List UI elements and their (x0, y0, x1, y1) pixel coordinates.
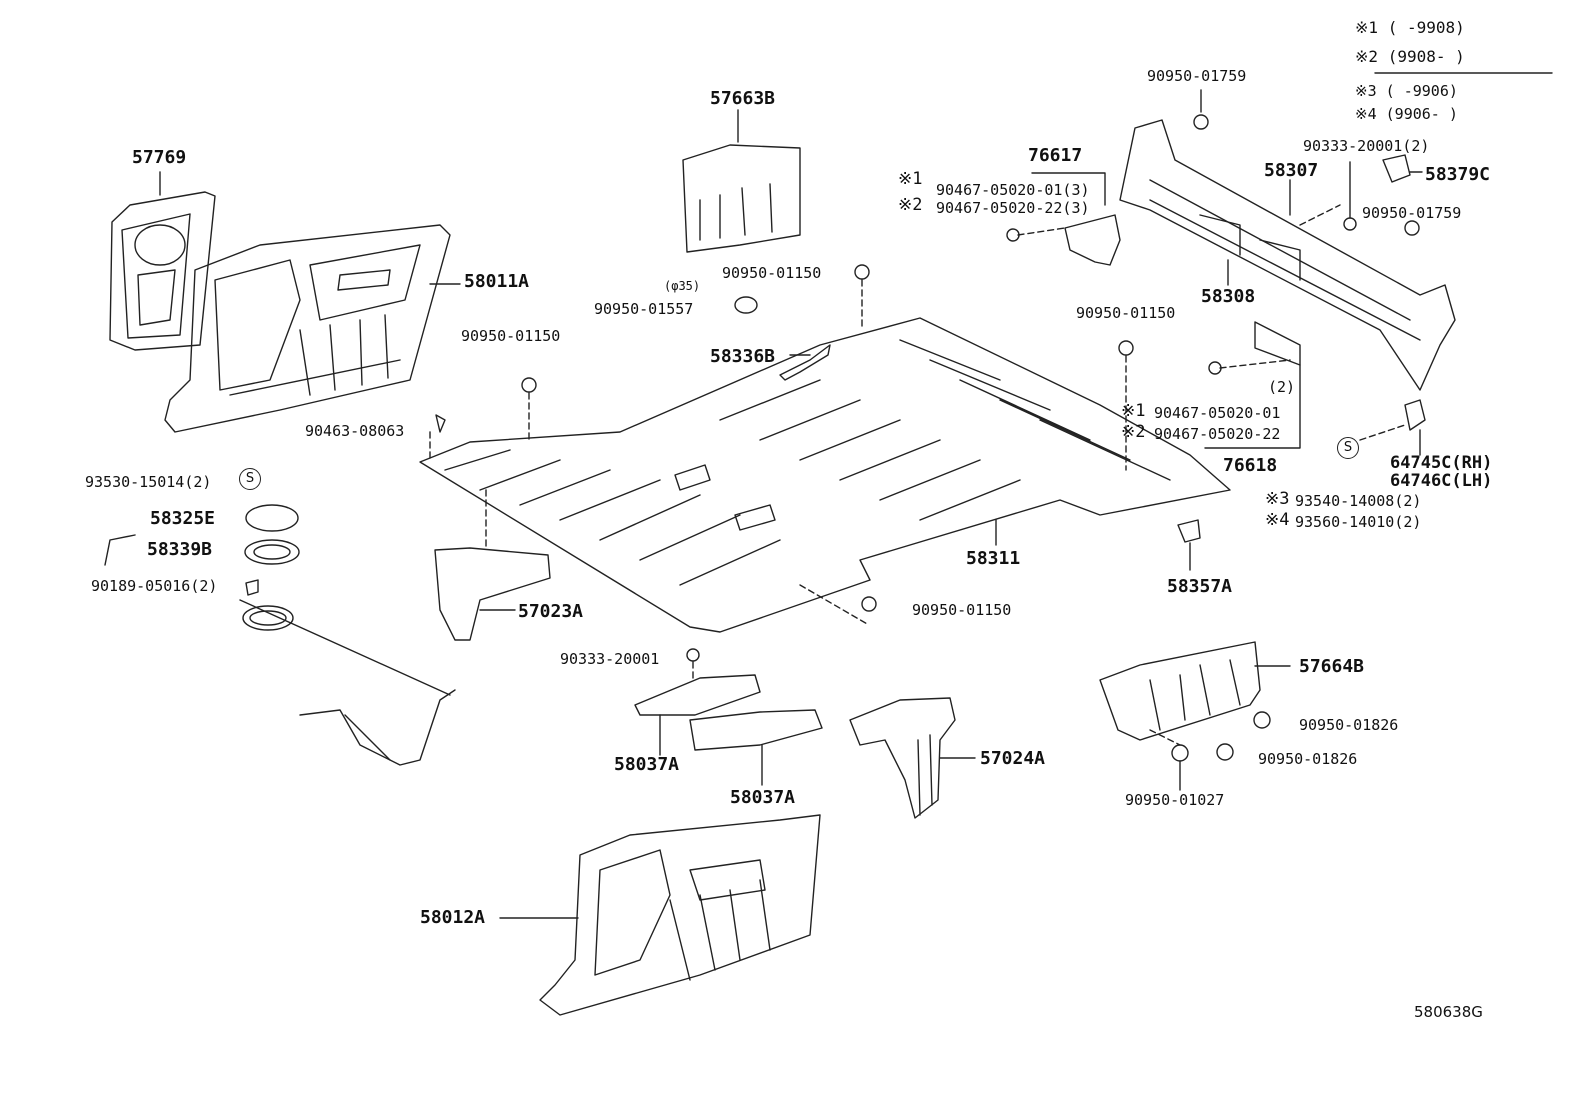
label-93560-14010-2: 93560-14010(2) (1295, 513, 1422, 531)
label-phi35: (φ35) (664, 279, 701, 293)
mark-1-b: ※1 (1121, 401, 1146, 421)
legend-row-1: ※1 ( -9908) (1355, 18, 1465, 37)
label-90467-05020-01: 90467-05020-01 (1154, 404, 1281, 422)
label-76617: 76617 (1028, 145, 1083, 166)
label-58379C: 58379C (1425, 164, 1491, 185)
figure-code: 580638G (1414, 1003, 1483, 1021)
mark-2-b: ※2 (1121, 422, 1146, 442)
label-58357A: 58357A (1167, 576, 1233, 597)
part-76617-shape (1006, 172, 1121, 266)
label-90950-01027: 90950-01027 (1125, 791, 1225, 809)
part-58311-shape (419, 317, 1231, 633)
part-58336B-shape (779, 344, 831, 381)
label-64745C-RH: 64745C(RH) (1390, 453, 1493, 473)
part-57024A-shape (849, 697, 976, 819)
label-90189-05016-2: 90189-05016(2) (91, 577, 218, 595)
label-57023A: 57023A (518, 601, 584, 622)
label-90950-01826-upper: 90950-01826 (1299, 716, 1399, 734)
label-90950-01150-right: 90950-01150 (1076, 304, 1176, 322)
left-fastener-stack (104, 504, 456, 766)
label-58011A: 58011A (464, 271, 530, 292)
label-90950-01557: 90950-01557 (594, 300, 694, 318)
legend-mark-1: ※1 (1355, 18, 1379, 37)
label-57769: 57769 (132, 147, 187, 168)
mark-2-a: ※2 (898, 195, 923, 215)
label-90463-08063: 90463-08063 (305, 422, 405, 440)
legend-mark-4: ※4 (1355, 105, 1377, 123)
part-57663B-shape (682, 109, 801, 253)
label-90333-20001-2: 90333-20001(2) (1303, 137, 1430, 155)
label-93530-15014-2: 93530-15014(2) (85, 473, 212, 491)
part-58011A-shape (164, 224, 461, 433)
label-qty-2: (2) (1268, 378, 1296, 396)
legend-mark-3: ※3 (1355, 82, 1377, 100)
legend-range-4: (9906- ) (1385, 105, 1458, 123)
label-90467-05020-01-3: 90467-05020-01(3) (936, 181, 1090, 199)
label-57024A: 57024A (980, 748, 1046, 769)
label-58336B: 58336B (710, 346, 776, 367)
part-57769-shape (109, 171, 216, 351)
label-90467-05020-22: 90467-05020-22 (1154, 425, 1281, 443)
label-58325E: 58325E (150, 508, 216, 529)
label-90950-01826-lower: 90950-01826 (1258, 750, 1358, 768)
label-64746C-LH: 64746C(LH) (1390, 471, 1493, 491)
part-58357A-shape (1177, 519, 1201, 571)
legend-row-3: ※3 ( -9906) (1355, 82, 1458, 100)
label-58307: 58307 (1264, 160, 1319, 181)
label-58037A-left: 58037A (614, 754, 680, 775)
part-58012A-shape (499, 814, 821, 1016)
label-58037A-right: 58037A (730, 787, 796, 808)
part-58307-58308-shape (1119, 119, 1456, 391)
legend-range-2: (9908- ) (1387, 47, 1465, 66)
label-76618: 76618 (1223, 455, 1278, 476)
label-57663B: 57663B (710, 88, 776, 109)
label-57664B: 57664B (1299, 656, 1365, 677)
label-90950-01150-bottom: 90950-01150 (912, 601, 1012, 619)
fasteners-top-right (1193, 89, 1423, 236)
label-58311: 58311 (966, 548, 1021, 569)
part-76618-64745C-shape (1204, 321, 1426, 456)
legend-range-1: ( -9908) (1387, 18, 1465, 37)
mark-3: ※3 (1265, 489, 1290, 509)
label-90333-20001: 90333-20001 (560, 650, 660, 668)
label-90950-01759-top: 90950-01759 (1147, 67, 1247, 85)
s-mark-left: S (239, 468, 261, 490)
label-58308: 58308 (1201, 286, 1256, 307)
legend-range-3: ( -9906) (1385, 82, 1458, 100)
legend-row-4: ※4 (9906- ) (1355, 105, 1458, 123)
part-58037A-shapes (634, 648, 823, 786)
label-58339B: 58339B (147, 539, 213, 560)
part-57023A-shape (434, 489, 551, 641)
label-90467-05020-22-3: 90467-05020-22(3) (936, 199, 1090, 217)
label-58012A: 58012A (420, 907, 486, 928)
part-57664B-shape (1099, 641, 1291, 791)
label-90950-01759-right: 90950-01759 (1362, 204, 1462, 222)
legend-mark-2: ※2 (1355, 47, 1379, 66)
label-93540-14008-2: 93540-14008(2) (1295, 492, 1422, 510)
s-mark-right: S (1337, 437, 1359, 459)
legend-row-2: ※2 (9908- ) (1355, 47, 1465, 66)
mark-4: ※4 (1265, 510, 1290, 530)
mark-1-a: ※1 (898, 169, 923, 189)
floor-grommets (429, 264, 1134, 626)
label-90950-01150-left: 90950-01150 (461, 327, 561, 345)
label-90950-01150-top: 90950-01150 (722, 264, 822, 282)
